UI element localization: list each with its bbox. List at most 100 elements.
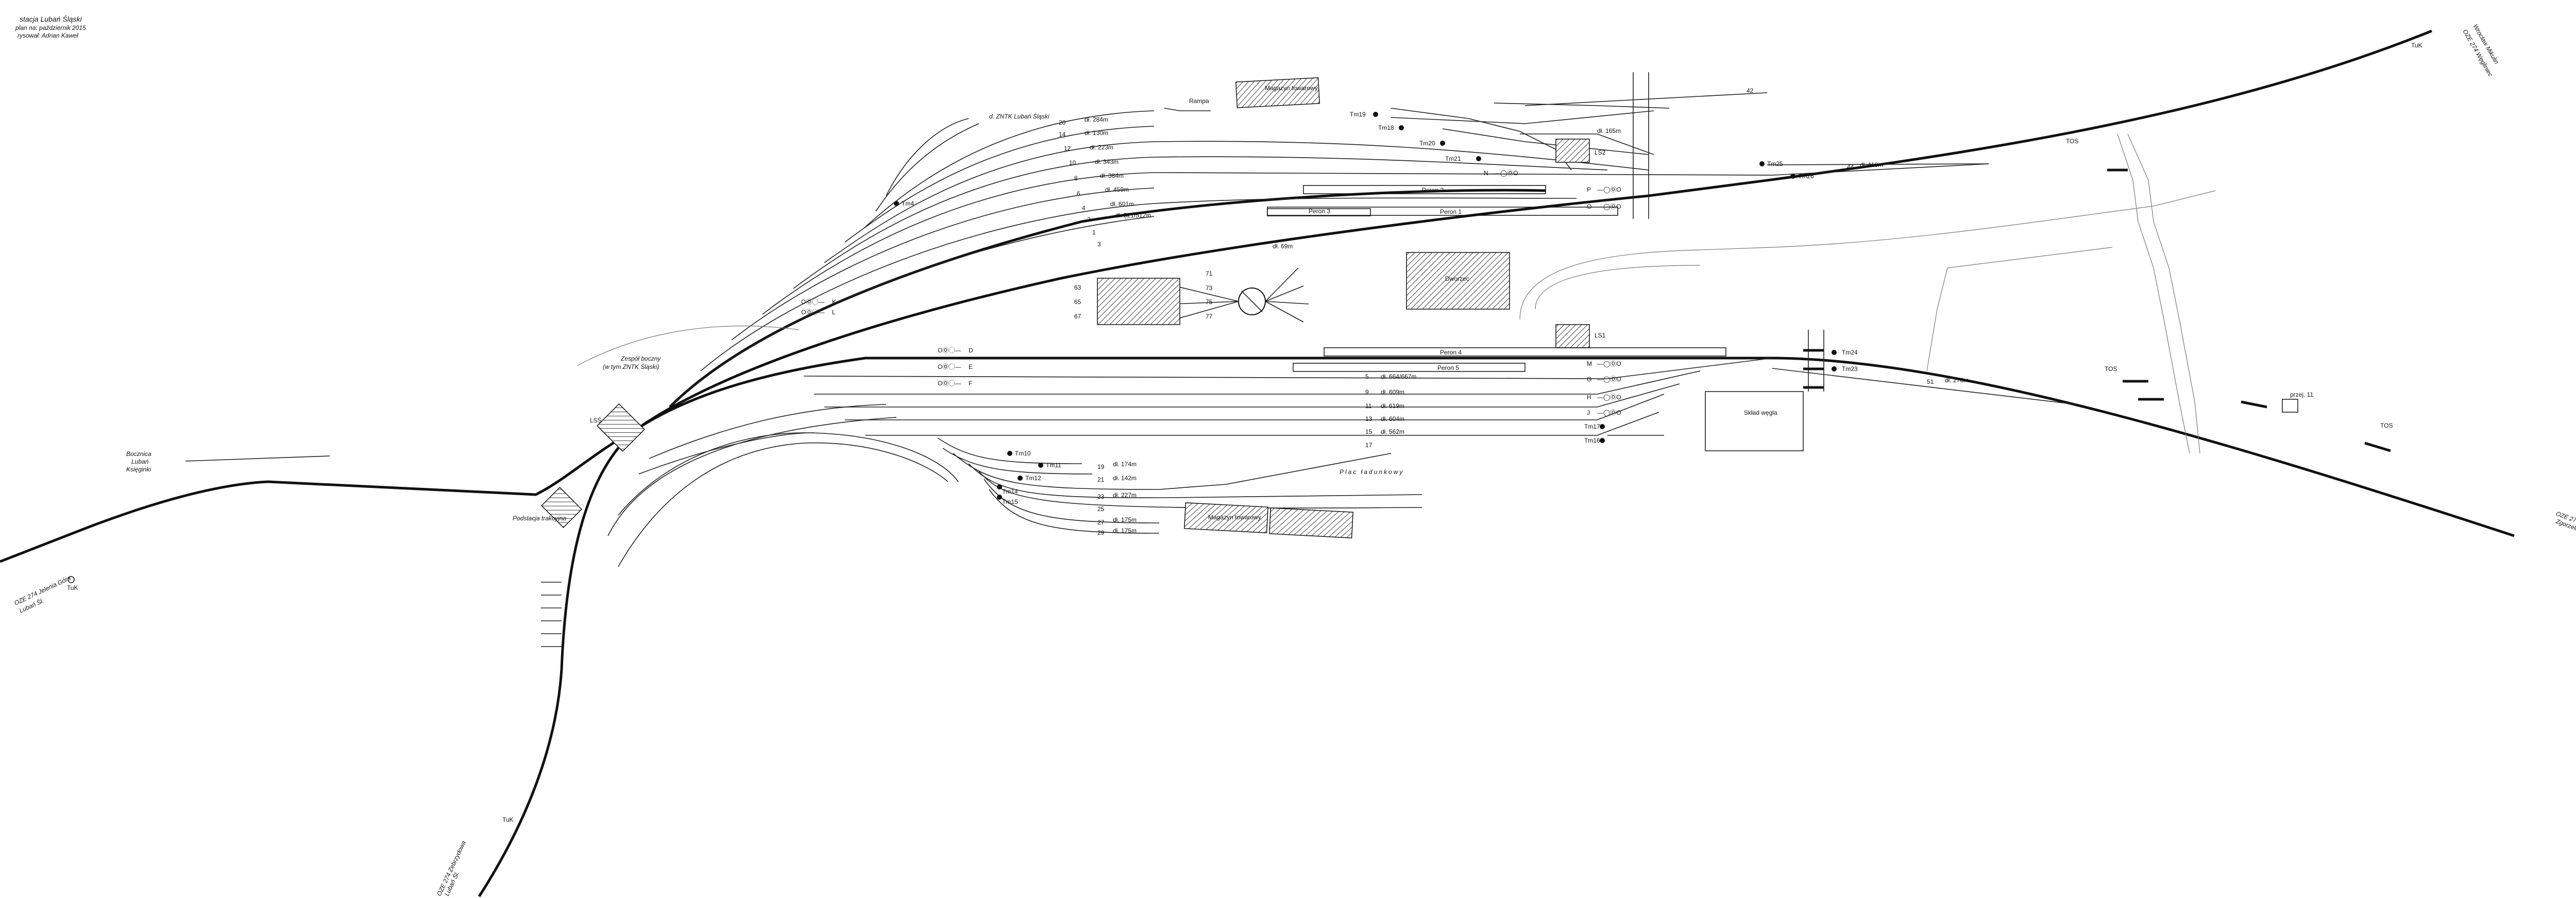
signal-p: —◯ⓄOP [1587, 186, 1621, 193]
track-17: 17 [1365, 442, 1372, 449]
len-20: dł. 284m [1084, 116, 1108, 123]
signal-tm11: Tm11 [1038, 462, 1061, 469]
len-6: dł. 459m [1105, 186, 1129, 193]
bocznica-label-3: Księginki [126, 466, 151, 473]
signal-tm25: Tm25 [1759, 160, 1783, 167]
track-73: 73 [1206, 284, 1213, 292]
track-9: 9 [1365, 388, 1369, 396]
svg-text:Tm10: Tm10 [1015, 450, 1031, 457]
peron-2-label: Peron 2 [1422, 187, 1444, 194]
track-21: 21 [1097, 476, 1105, 483]
svg-text:OⓄ◯—: OⓄ◯— [938, 380, 961, 387]
track-3: 3 [1097, 241, 1101, 248]
track-4: 4 [1082, 205, 1086, 212]
svg-text:OⓄ◯—: OⓄ◯— [801, 298, 824, 306]
svg-text:Tm20: Tm20 [1419, 140, 1435, 147]
svg-text:D: D [969, 347, 973, 354]
tuk-sw: TuK [67, 584, 78, 591]
track-75: 75 [1206, 298, 1213, 306]
track-2: 2 [1087, 216, 1091, 223]
site-labels: d. ZNTK Lubań Śląski Zespół boczny (w ty… [126, 112, 1049, 522]
buildings: Magazyn towarowy Dworzec Magazyn towarow… [541, 77, 2313, 538]
svg-text:P: P [1587, 186, 1591, 193]
plan-date: plan na: październik 2015 [15, 24, 86, 31]
magazyn-label-south: Magazyn towarowy [1208, 514, 1261, 521]
len-44: dł. 110m [1860, 161, 1883, 168]
signal-f: OⓄ◯— F [938, 380, 972, 387]
magazyn-building-north [1235, 77, 1320, 108]
svg-text:—◯ⓄO: —◯ⓄO [1597, 360, 1621, 367]
podstacja-label: Podstacja trakcyjna [513, 515, 566, 522]
len-15: dł. 562m [1381, 428, 1404, 435]
peron-5 [1293, 363, 1526, 372]
len-12: dł. 223m [1090, 144, 1113, 151]
svg-text:Tm18: Tm18 [1378, 124, 1394, 131]
line-destinations: OZE 274 Jelenia Góra Lubań Śl. OZE 274 W… [13, 23, 2576, 897]
signal-h: —◯ⓄO H [1587, 394, 1621, 401]
crossing-markers [1803, 168, 2391, 452]
rampa-label: Rampa [1189, 97, 1209, 105]
signal-tm10: Tm10 [1007, 450, 1031, 457]
track-29: 29 [1097, 529, 1105, 536]
track-27: 27 [1097, 519, 1105, 526]
svg-text:Tm19: Tm19 [1350, 111, 1366, 118]
signal-tm18: Tm18 [1378, 124, 1404, 131]
len-8: dł. 384m [1100, 172, 1124, 179]
signal-tm15: Tm15 [997, 495, 1018, 505]
svg-text:J: J [1587, 409, 1590, 416]
signal-d: OⓄ◯—D [938, 347, 973, 354]
lokomotywownia-building [1097, 278, 1180, 325]
len-19: dł. 174m [1113, 461, 1137, 468]
track-8: 8 [1074, 175, 1078, 182]
svg-text:Tm25: Tm25 [1767, 160, 1783, 167]
signal-box-labels: LSŚ LS1 LS2 [590, 149, 1606, 424]
signal-tm26: Tm26 [1790, 173, 1814, 180]
box-lss-label: LSŚ [590, 416, 602, 424]
signal-tm21: Tm21 [1445, 155, 1481, 162]
signal-tm14: Tm14 [997, 484, 1018, 495]
len-2: dł. 521/512m [1115, 212, 1151, 219]
main-line-south [478, 427, 640, 897]
svg-text:—◯ⓄO: —◯ⓄO [1597, 394, 1621, 401]
dworzec-label: Dworzec [1445, 275, 1469, 282]
signal-k: OⓄ◯— K [801, 298, 836, 306]
svg-text:K: K [832, 298, 836, 306]
signal-l: OⓄ◯—L [801, 309, 836, 316]
svg-text:—◯ⓄO: —◯ⓄO [1597, 376, 1621, 383]
exit-signals: OⓄ◯—D OⓄ◯—E OⓄ◯—F —◯ⓄOG —◯ⓄOH —◯ⓄOJ OⓄ◯—… [801, 170, 1621, 416]
track-12: 12 [1064, 145, 1071, 152]
peron-4-label: Peron 4 [1440, 349, 1462, 356]
len-14: dł. 130m [1084, 129, 1108, 137]
signal-o: —◯ⓄOO [1587, 203, 1621, 210]
tos-2: TOS [2105, 365, 2117, 372]
svg-text:H: H [1587, 394, 1591, 401]
svg-text:F: F [969, 380, 972, 387]
len-23: dł. 227m [1113, 492, 1137, 499]
track-44: 44 [1847, 163, 1854, 171]
sklad-label: Skład węgla [1744, 409, 1777, 416]
len-11: dł. 619m [1381, 402, 1404, 410]
svg-text:—◯ⓄO: —◯ⓄO [1494, 170, 1518, 177]
box-ls1-label: LS1 [1595, 332, 1606, 339]
nastawnia-building [596, 403, 646, 452]
track-11: 11 [1365, 402, 1372, 410]
len-13: dł. 604m [1381, 415, 1404, 422]
peron-3 [1267, 208, 1371, 216]
svg-text:L: L [832, 309, 836, 316]
bocznica-label-2: Lubań [131, 458, 149, 465]
len-69: dł. 69m [1273, 243, 1293, 250]
peron-5-label: Peron 5 [1437, 364, 1459, 371]
svg-text:M: M [1587, 360, 1592, 367]
track-6: 6 [1077, 190, 1080, 197]
len-51: dł. 276m [1945, 377, 1969, 384]
yard-tracks [185, 404, 1422, 567]
peron-3-label: Peron 3 [1309, 208, 1330, 215]
signals: Tm19 Tm18 Tm20 Tm21 Tm25 Tm26 Tm24 Tm23 … [894, 111, 1858, 505]
plac-label: Plac ładunkowy [1340, 468, 1404, 476]
podstacja-building [541, 487, 582, 528]
svg-text:Tm14: Tm14 [1002, 488, 1018, 495]
przejazd-box [2282, 399, 2298, 413]
svg-text:G: G [1587, 376, 1591, 383]
roads [577, 133, 2216, 454]
